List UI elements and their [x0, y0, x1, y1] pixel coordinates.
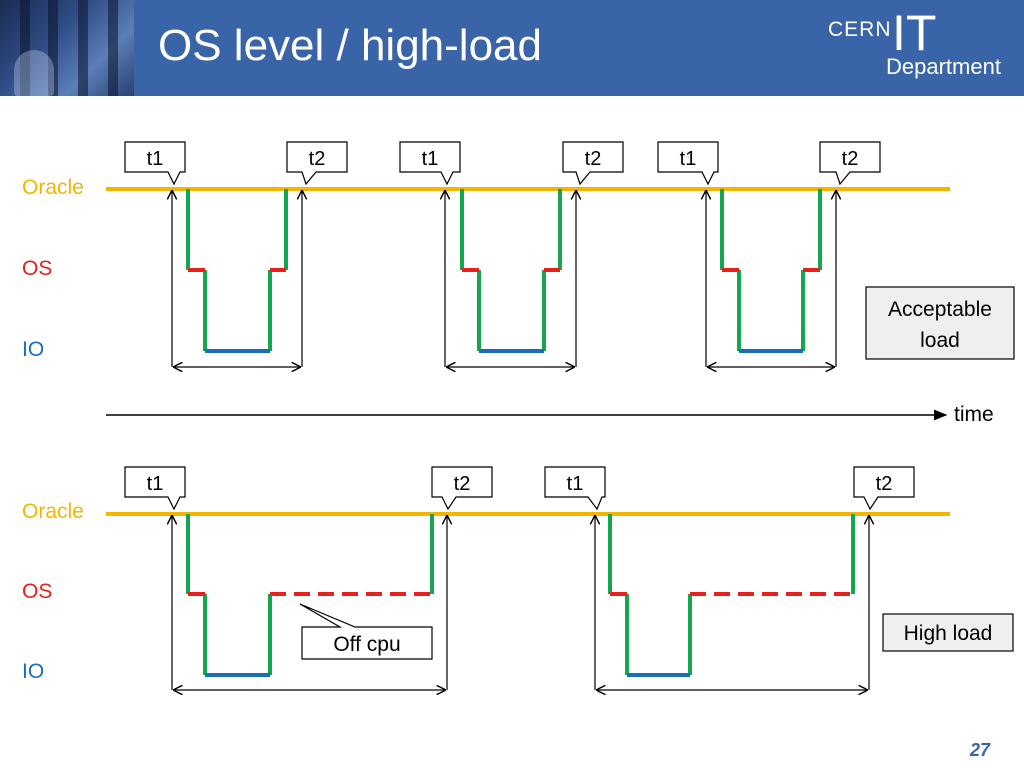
- t1-callout: t1: [544, 466, 606, 511]
- t2-callout: t2: [853, 466, 915, 511]
- level-label-oracle: Oracle: [22, 500, 84, 523]
- wait-cycle: [172, 189, 302, 367]
- svg-text:t2: t2: [585, 148, 602, 170]
- svg-text:t1: t1: [567, 473, 584, 495]
- t2-callout: t2: [431, 466, 493, 511]
- level-label-oracle: Oracle: [22, 176, 84, 199]
- high-load-label-box: High load: [882, 613, 1014, 652]
- svg-text:t1: t1: [422, 148, 439, 170]
- svg-text:t1: t1: [147, 148, 164, 170]
- t2-callout: t2: [562, 141, 624, 186]
- time-axis-label: time: [954, 403, 994, 426]
- svg-text:t2: t2: [454, 473, 471, 495]
- slide-title: OS level / high-load: [158, 21, 542, 70]
- svg-text:t2: t2: [309, 148, 326, 170]
- level-label-io: IO: [22, 660, 44, 683]
- t2-callout: t2: [286, 141, 348, 186]
- level-label-os: OS: [22, 580, 52, 603]
- off-cpu-text: Off cpu: [333, 633, 400, 656]
- wait-cycle: [706, 189, 836, 367]
- header-photo: [0, 0, 134, 96]
- svg-text:t1: t1: [680, 148, 697, 170]
- wait-cycle: [172, 514, 447, 690]
- slide-header: OS level / high-load CERN IT Department: [0, 0, 1024, 96]
- svg-text:t1: t1: [147, 473, 164, 495]
- high-load-panel: t1 t2 t1 t2 Off cpu High load: [106, 466, 1014, 690]
- t1-callout: t1: [124, 466, 186, 511]
- svg-text:t2: t2: [842, 148, 859, 170]
- high-load-text: High load: [904, 622, 993, 645]
- level-label-os: OS: [22, 257, 52, 280]
- svg-text:t2: t2: [876, 473, 893, 495]
- cern-it-logo: CERN IT Department: [828, 5, 1001, 79]
- t2-callout: t2: [819, 141, 881, 186]
- t1-callout: t1: [657, 141, 719, 186]
- level-label-io: IO: [22, 338, 44, 361]
- t1-callout: t1: [124, 141, 186, 186]
- off-cpu-callout: Off cpu: [299, 603, 433, 660]
- page-number: 27: [969, 740, 990, 760]
- wait-cycle: [595, 514, 869, 690]
- time-axis: time: [106, 403, 994, 426]
- wait-cycle: [445, 189, 576, 367]
- t1-callout: t1: [399, 141, 461, 186]
